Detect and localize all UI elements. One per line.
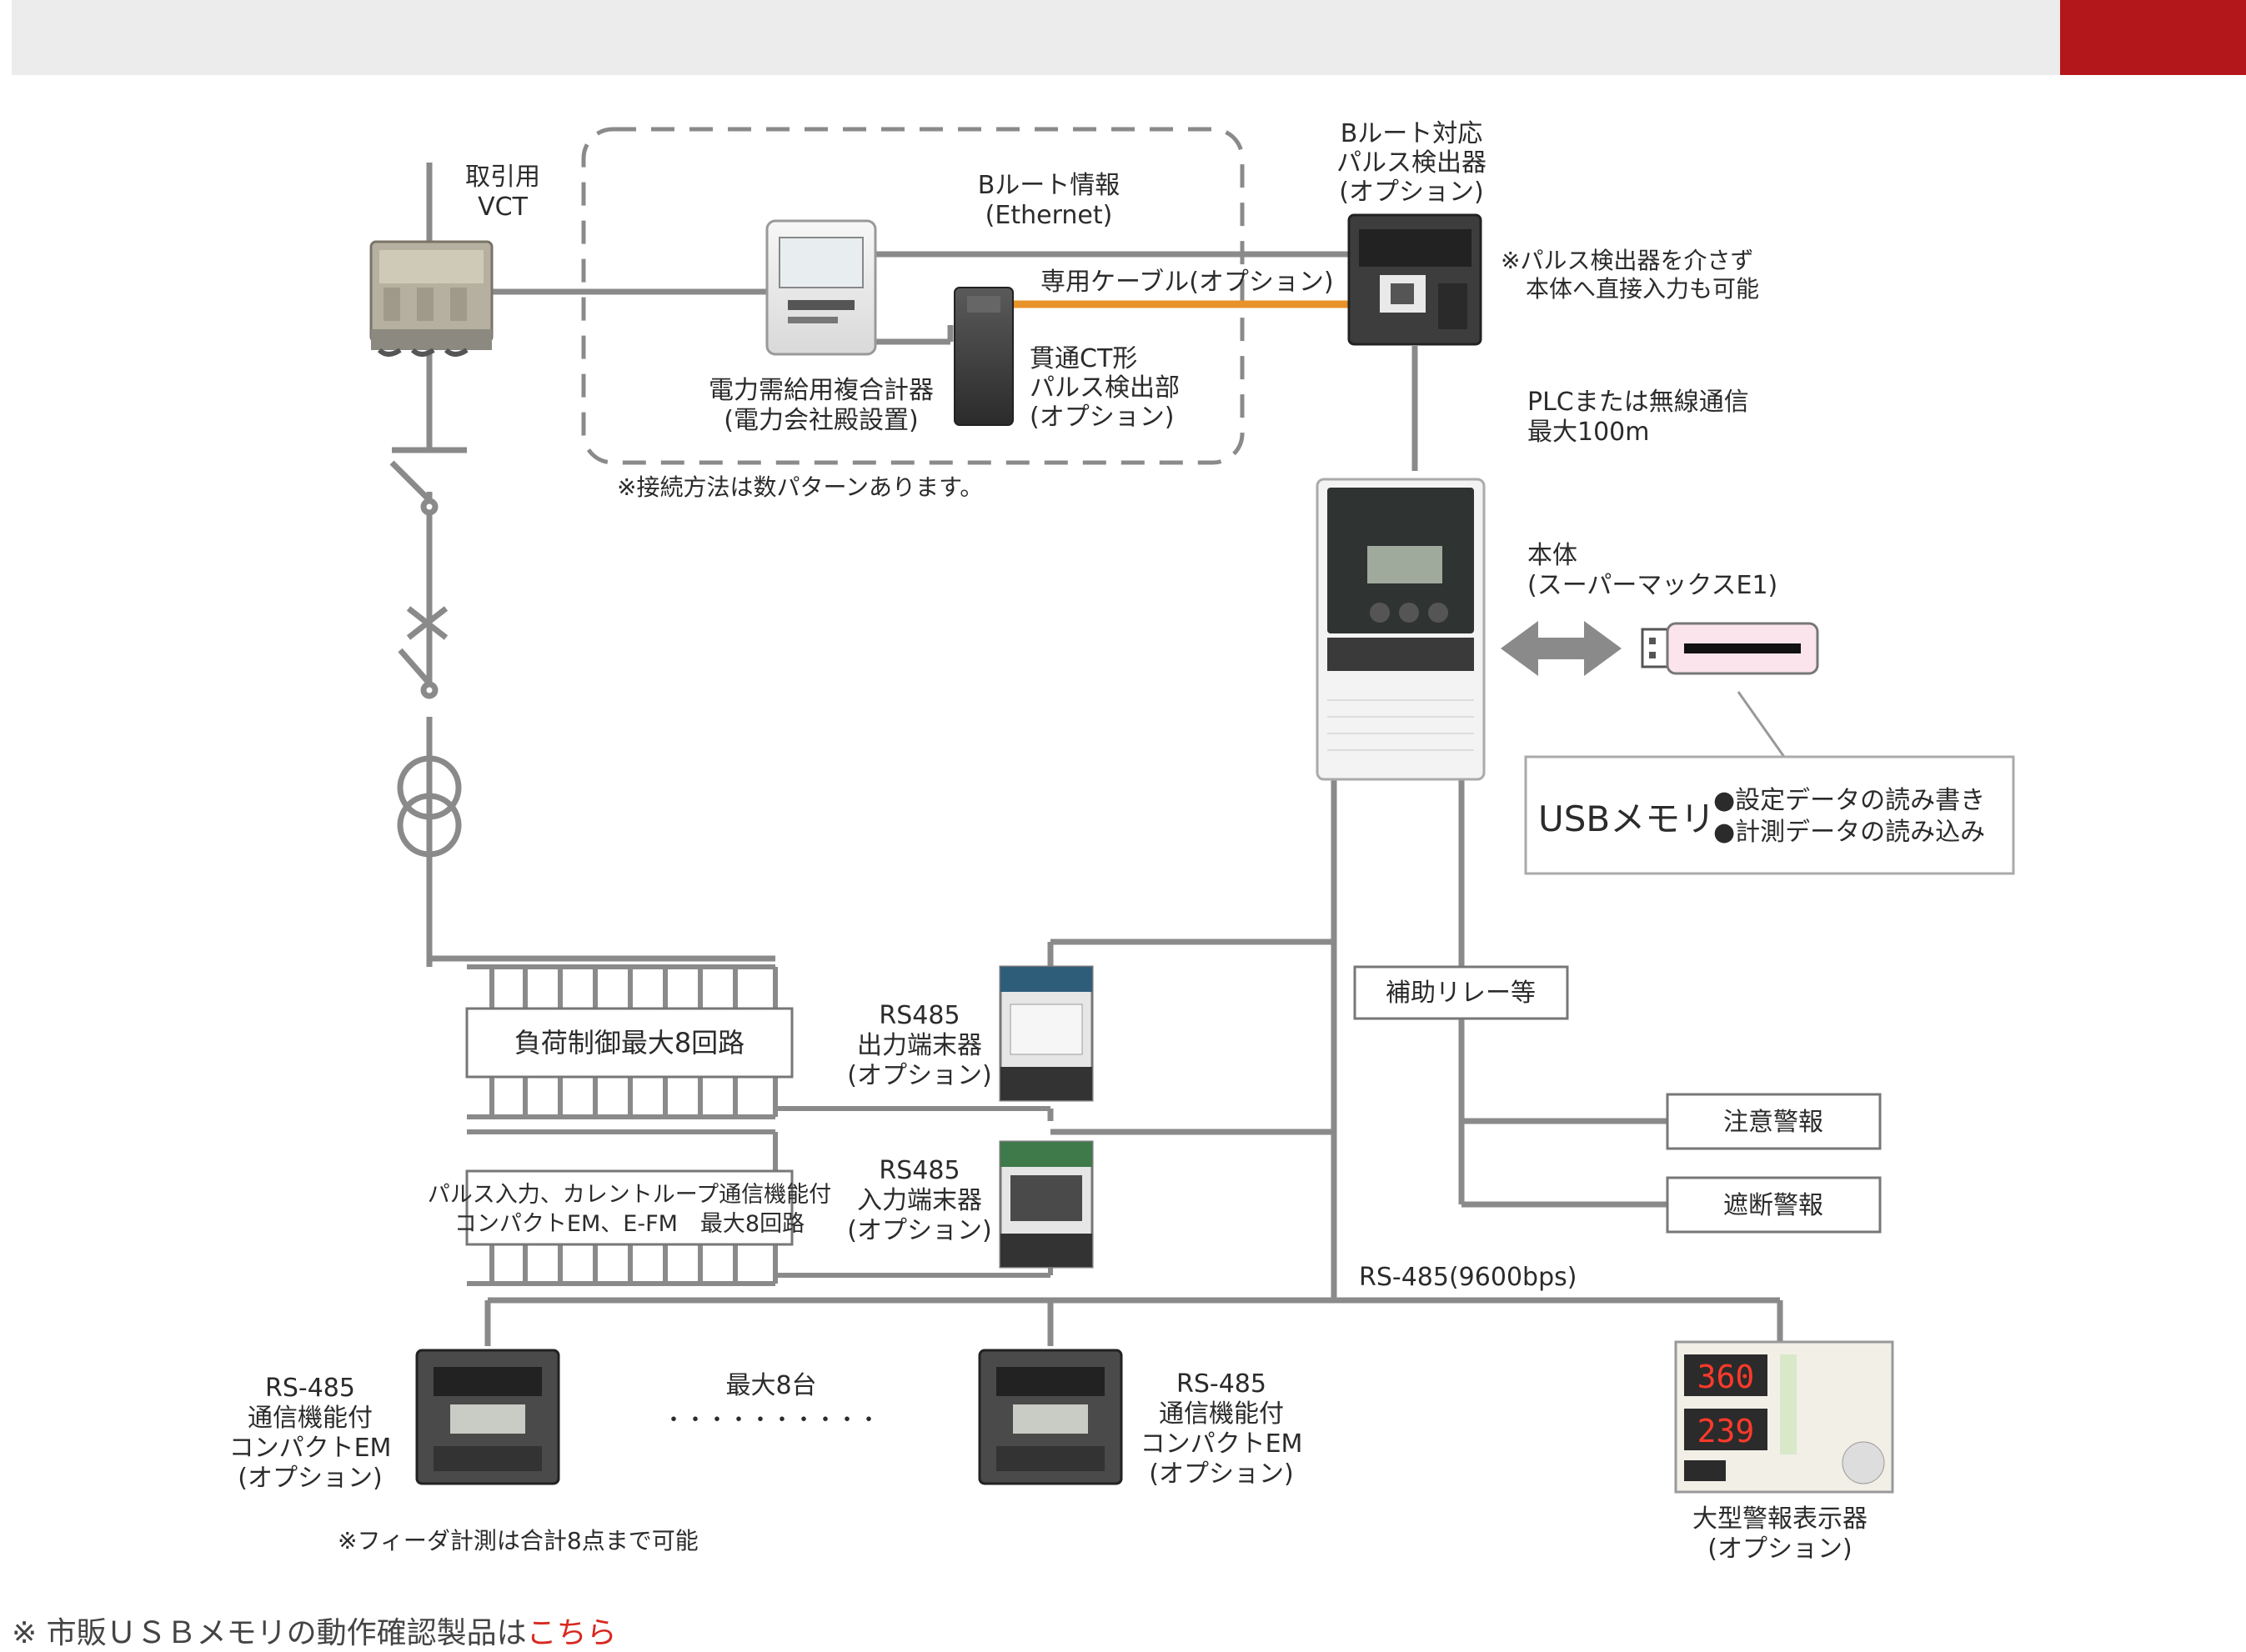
alarm-display-icon: 360 239	[1674, 1340, 1894, 1494]
ct-detector-label: 貫通CT形パルス検出部(オプション)	[1030, 344, 1180, 432]
breaker-icon	[398, 606, 449, 699]
usb-memory-icon	[1641, 622, 1819, 675]
plc-label: PLCまたは無線通信最大100m	[1527, 388, 1749, 447]
pulse-input-label: パルス入力、カレントループ通信機能付コンパクトEM、E-FM 最大8回路	[428, 1182, 831, 1237]
main-unit-icon	[1316, 478, 1486, 781]
disconnect-switch-icon	[389, 460, 439, 516]
compact-em-left-icon	[415, 1349, 560, 1485]
caution-alarm-label: 注意警報	[1723, 1108, 1823, 1137]
vct-icon	[369, 240, 494, 357]
meter-label: 電力需給用複合計器(電力会社殿設置)	[709, 376, 934, 435]
max-units-label: 最大8台	[725, 1371, 816, 1400]
compatibility-link[interactable]: こちら	[526, 1616, 617, 1650]
alarm-display-label: 大型警報表示器(オプション)	[1692, 1504, 1867, 1564]
rs485-input-terminal-icon	[999, 1140, 1094, 1269]
broute-detector-icon	[1347, 213, 1482, 346]
broute-detector-label: Bルート対応パルス検出器(オプション)	[1336, 119, 1486, 207]
load-control-box	[465, 1007, 794, 1079]
main-unit-label: 本体(スーパーマックスE1)	[1527, 541, 1777, 600]
connection-note: ※接続方法は数パターンあります。	[617, 473, 983, 501]
ct-detector-icon	[954, 287, 1014, 426]
load-control-label: 負荷制御最大8回路	[514, 1027, 744, 1059]
footnote-text: ※ 市販ＵＳＢメモリの動作確認製品は	[12, 1616, 527, 1650]
usb-callout-box	[1524, 755, 2015, 875]
meter-dashed-box	[581, 127, 1245, 465]
alarm-display-value-1: 360	[1697, 1359, 1755, 1395]
header-accent	[2060, 0, 2246, 75]
header-bar	[12, 0, 2060, 75]
double-arrow-icon	[1501, 621, 1622, 676]
usb-memory-title: USBメモリ	[1538, 798, 1715, 839]
pulse-direct-note: ※パルス検出器を介さず本体へ直接入力も可能	[1501, 247, 1759, 303]
pulse-input-box	[465, 1169, 794, 1246]
caution-alarm-box	[1666, 1093, 1882, 1150]
usb-callout-pointer	[1737, 691, 1786, 758]
cutoff-alarm-label: 遮断警報	[1723, 1191, 1823, 1220]
feeder-note: ※フィーダ計測は合計8点まで可能	[338, 1527, 699, 1554]
cutoff-alarm-box	[1666, 1176, 1882, 1234]
usb-memory-features: ●設定データの読み書き●計測データの読み込み	[1713, 786, 1985, 847]
alarm-display-value-2: 239	[1697, 1413, 1755, 1449]
aux-relay-box	[1353, 965, 1569, 1020]
transformer-icon	[397, 755, 462, 858]
broute-info-label: Bルート情報(Ethernet)	[978, 171, 1120, 230]
rs485-bus-label: RS-485(9600bps)	[1359, 1263, 1577, 1292]
ellipsis-dots: ・・・・・・・・・・	[663, 1408, 880, 1433]
power-meter-icon	[765, 219, 877, 356]
dedicated-cable-label: 専用ケーブル(オプション)	[1040, 268, 1334, 297]
usb-compatibility-note: ※ 市販ＵＳＢメモリの動作確認製品はこちら	[12, 1609, 617, 1652]
rs485-output-terminal-icon	[999, 965, 1094, 1102]
compact-em-right-icon	[978, 1349, 1123, 1485]
aux-relay-label: 補助リレー等	[1386, 979, 1536, 1008]
